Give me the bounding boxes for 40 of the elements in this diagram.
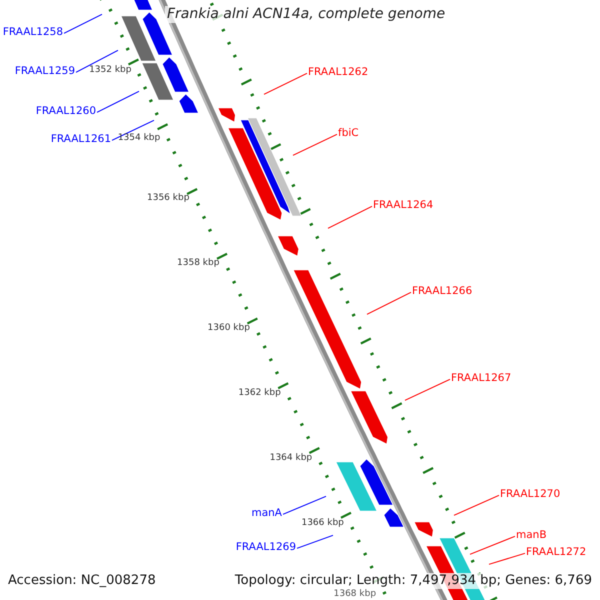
gene-label: FRAAL1269 bbox=[236, 541, 296, 554]
chart-title: Frankia alni ACN14a, complete genome bbox=[165, 6, 448, 23]
leader-line bbox=[292, 134, 338, 156]
gene-label: FRAAL1266 bbox=[412, 285, 472, 298]
leader-line bbox=[404, 378, 450, 401]
gene-label: FRAAL1261 bbox=[50, 133, 111, 146]
tick-label: 1368 kbp bbox=[334, 589, 376, 600]
tick-label: 1366 kbp bbox=[301, 518, 344, 529]
leader-line bbox=[296, 534, 334, 549]
leader-line bbox=[64, 14, 102, 34]
gene-label: FRAAL1272 bbox=[526, 546, 586, 559]
leader-line bbox=[112, 120, 154, 141]
leader-line bbox=[366, 292, 412, 315]
leader-line bbox=[264, 72, 308, 95]
tick-label: 1362 kbp bbox=[238, 388, 281, 399]
gene-label: FRAAL1258 bbox=[2, 26, 63, 39]
accession-text: Accession: NC_008278 bbox=[8, 573, 156, 589]
leader-line bbox=[470, 536, 516, 555]
gene-label: FRAAL1262 bbox=[308, 66, 368, 79]
tick-label: 1354 kbp bbox=[118, 133, 160, 144]
gene-label: FRAAL1264 bbox=[373, 199, 434, 212]
gene-label: FRAAL1270 bbox=[500, 488, 560, 501]
tick-label: 1358 kbp bbox=[177, 258, 220, 269]
leader-line bbox=[454, 494, 500, 516]
leader-line bbox=[282, 496, 326, 515]
tick-label: 1364 kbp bbox=[270, 453, 312, 464]
tick-label: 1356 kbp bbox=[147, 193, 190, 204]
leader-line bbox=[76, 50, 118, 73]
gene-label: manB bbox=[516, 529, 547, 542]
leader-line bbox=[96, 90, 140, 113]
gene-label: FRAAL1267 bbox=[451, 372, 512, 385]
gene-label: manA bbox=[251, 507, 282, 520]
tick-label: 1360 kbp bbox=[208, 323, 250, 334]
gene-label: fbiC bbox=[338, 127, 359, 140]
tick-label: 1352 kbp bbox=[89, 65, 132, 76]
genome-stats-text: Topology: circular; Length: 7,497,934 bp; Genes: 6,769 bbox=[234, 573, 592, 589]
leader-line bbox=[488, 552, 526, 565]
leader-line bbox=[328, 206, 372, 229]
gene-label: FRAAL1259 bbox=[14, 65, 75, 78]
gene-label: FRAAL1260 bbox=[36, 105, 96, 118]
